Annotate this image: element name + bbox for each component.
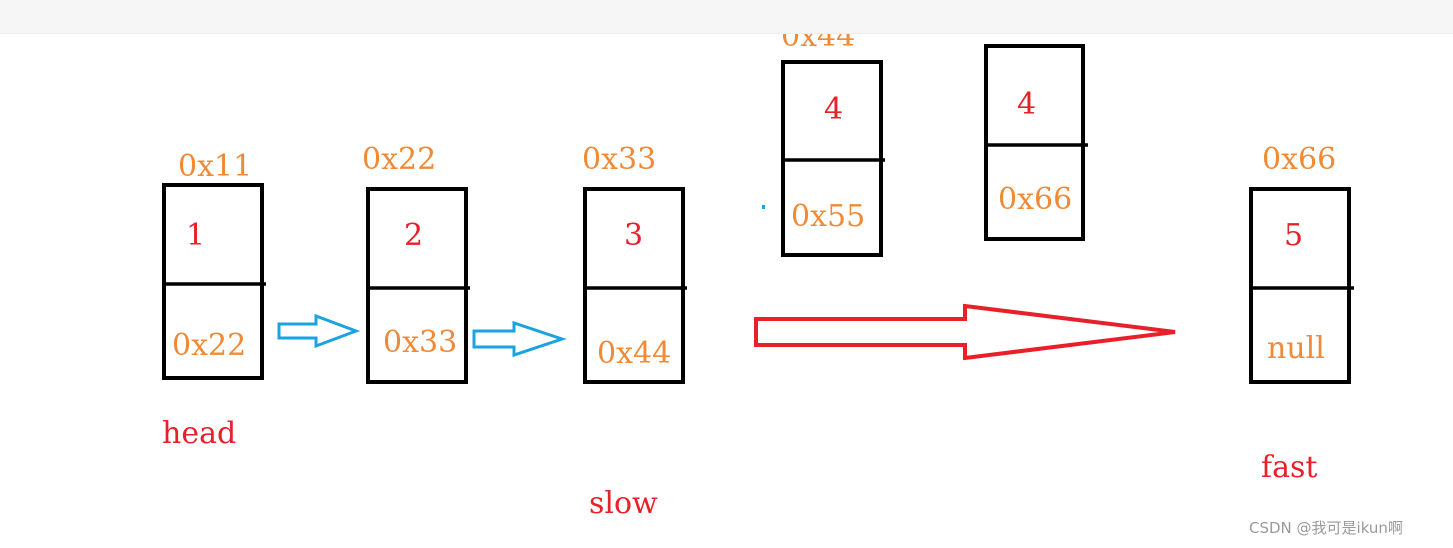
node-6-box (1249, 187, 1351, 384)
node-2-next: 0x33 (383, 325, 457, 360)
node-6-value: 5 (1284, 218, 1303, 253)
head-label: head (162, 416, 236, 451)
node-3: 0x33 3 0x44 (582, 142, 687, 384)
node-3-address: 0x33 (582, 142, 656, 177)
node-4-value: 4 (824, 92, 843, 127)
node-6-next: null (1267, 331, 1325, 366)
node-3-box (583, 187, 685, 384)
node-1-next: 0x22 (172, 328, 246, 363)
node-3-value: 3 (624, 218, 643, 253)
node-5: 4 0x66 (984, 44, 1088, 241)
node-1-value: 1 (186, 218, 205, 253)
node-6-address: 0x66 (1262, 142, 1336, 177)
node-4: 0x44 4 0x55 (781, 19, 885, 257)
node-6: 0x66 5 null (1249, 142, 1354, 384)
top-bar-overlay (0, 0, 1453, 33)
node-4-next: 0x55 (791, 199, 865, 234)
node-5-box (984, 44, 1085, 241)
node-5-next: 0x66 (998, 182, 1072, 217)
slow-step-arrow-1 (277, 313, 361, 349)
node-2-address: 0x22 (362, 142, 436, 177)
slow-label: slow (589, 486, 658, 521)
fast-jump-arrow (754, 303, 1176, 361)
node-2-value: 2 (404, 218, 423, 253)
node-1-address: 0x11 (178, 149, 252, 184)
node-2: 0x22 2 0x33 (362, 142, 470, 384)
node-2-box (366, 187, 468, 384)
watermark: CSDN @我可是ikun啊 (1249, 519, 1403, 537)
stray-dot (762, 205, 765, 209)
node-5-value: 4 (1017, 87, 1036, 122)
node-1-box (162, 183, 264, 380)
slow-step-arrow-2 (472, 320, 567, 358)
fast-label: fast (1261, 450, 1317, 485)
node-3-next: 0x44 (597, 336, 671, 371)
node-1: 0x11 1 0x22 (162, 149, 266, 380)
